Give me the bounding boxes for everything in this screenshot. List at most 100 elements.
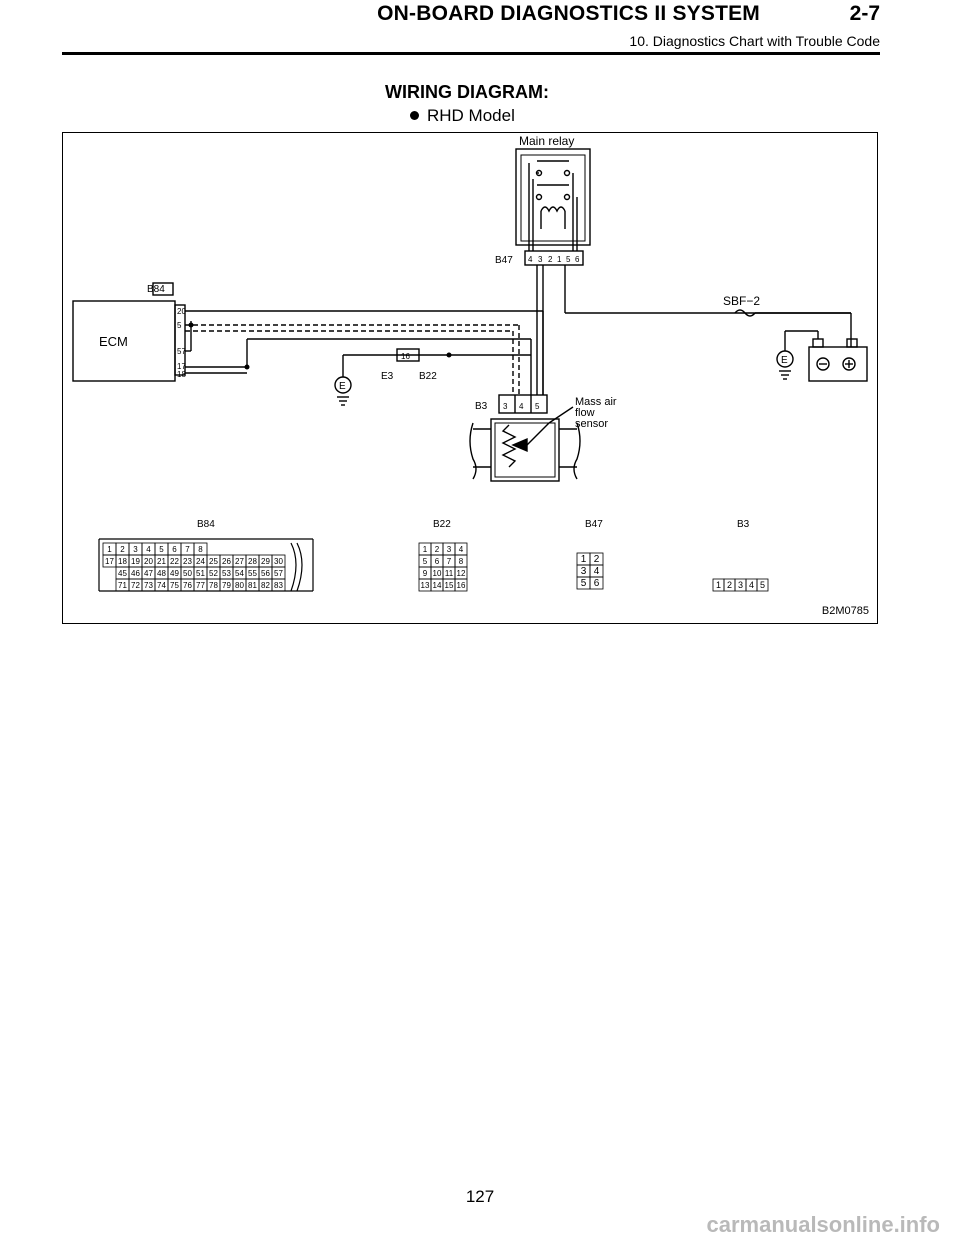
- pin-label-b84: 55: [248, 569, 257, 578]
- b3-view-label: B3: [737, 519, 750, 530]
- pin-label-b84: 50: [183, 569, 192, 578]
- pin-label-b84: 29: [261, 557, 270, 566]
- b84-view-label: B84: [197, 519, 215, 530]
- pin-label-b84: 47: [144, 569, 153, 578]
- pin-label-b22: 14: [433, 581, 442, 590]
- ground-label-right: E: [781, 355, 788, 366]
- relay-pin-2: 3: [538, 255, 543, 264]
- ecm-pin-20: 20: [177, 307, 186, 316]
- pin-label-b84: 1: [107, 545, 112, 554]
- section-heading: WIRING DIAGRAM:: [385, 82, 549, 102]
- relay-pin-6: 6: [575, 255, 580, 264]
- ecm-pin-5: 5: [177, 321, 182, 330]
- pin-label-b84: 75: [170, 581, 179, 590]
- pin-label-b3: 4: [749, 580, 754, 590]
- pin-label-b84: 27: [235, 557, 244, 566]
- pin-label-b47: 4: [594, 566, 600, 577]
- pin-label-b84: 20: [144, 557, 153, 566]
- page-number: 127: [465, 1187, 495, 1206]
- bullet-text: RHD Model: [427, 106, 515, 125]
- pin-label-b22: 5: [423, 557, 428, 566]
- relay-connector-label: B47: [495, 255, 513, 266]
- maf-label-2: flow: [575, 407, 595, 419]
- pin-label-b47: 1: [581, 554, 587, 565]
- pin-label-b84: 77: [196, 581, 205, 590]
- ecm-label: ECM: [99, 334, 128, 349]
- pin-label-b22: 9: [423, 569, 428, 578]
- pin-label-b22: 11: [445, 569, 454, 578]
- relay-pin-4: 1: [557, 255, 562, 264]
- bullet-item: RHD Model: [410, 106, 515, 126]
- pin-label-b84: 79: [222, 581, 231, 590]
- b47-view-label: B47: [585, 519, 603, 530]
- pin-label-b84: 19: [131, 557, 140, 566]
- pin-label-b22: 1: [423, 545, 428, 554]
- maf-label-3: sensor: [575, 418, 608, 430]
- maf-pin-3: 3: [503, 402, 508, 411]
- pin-label-b84: 24: [196, 557, 205, 566]
- pin-label-b3: 2: [727, 580, 732, 590]
- pin-label-b84: 81: [248, 581, 257, 590]
- main-relay-body: [515, 148, 591, 246]
- pin-label-b84: 18: [118, 557, 127, 566]
- pin-label-b84: 3: [133, 545, 138, 554]
- joint-label-b22: B22: [419, 371, 437, 382]
- pin-label-b84: 46: [131, 569, 140, 578]
- pin-label-b84: 2: [120, 545, 125, 554]
- pin-label-b84: 51: [196, 569, 205, 578]
- ecm-pin-18: 18: [177, 370, 186, 379]
- battery: [808, 346, 868, 382]
- maf-connector-label: B3: [475, 401, 488, 412]
- figure-code: B2M0785: [821, 605, 869, 617]
- fuse-label: SBF−2: [723, 294, 760, 308]
- maf-connector: [498, 394, 548, 414]
- ground-label-left: E: [339, 381, 346, 392]
- pin-label-b84: 49: [170, 569, 179, 578]
- wiring-figure: Main relay B47 4 3 2 1 5 6 B84 ECM 20 5 …: [62, 132, 878, 624]
- pin-label-b22: 7: [447, 557, 452, 566]
- pin-label-b84: 21: [157, 557, 166, 566]
- pin-label-b84: 83: [274, 581, 283, 590]
- pin-label-b22: 10: [433, 569, 442, 578]
- pin-label-b84: 72: [131, 581, 140, 590]
- pin-label-b47: 2: [594, 554, 600, 565]
- pin-label-b84: 28: [248, 557, 257, 566]
- bullet-icon: [410, 111, 419, 121]
- ecm-pin-17: 17: [177, 362, 186, 371]
- wiring-diagram: Main relay B47 4 3 2 1 5 6 B84 ECM 20 5 …: [72, 134, 868, 592]
- pin-label-b22: 3: [447, 545, 452, 554]
- pin-label-b3: 5: [760, 580, 765, 590]
- maf-sensor: [490, 418, 560, 482]
- pin-label-b22: 15: [445, 581, 454, 590]
- joint-pin-label: 16: [401, 352, 410, 361]
- pin-label-b47: 5: [581, 578, 587, 589]
- pin-label-b22: 12: [457, 569, 466, 578]
- header-section: 2-7: [849, 2, 880, 25]
- pin-label-b22: 6: [435, 557, 440, 566]
- pin-label-b84: 4: [146, 545, 151, 554]
- pin-label-b84: 54: [235, 569, 244, 578]
- pin-label-b84: 23: [183, 557, 192, 566]
- pin-cell-b3: [756, 578, 769, 592]
- pin-label-b84: 25: [209, 557, 218, 566]
- pin-label-b84: 78: [209, 581, 218, 590]
- pin-label-b84: 22: [170, 557, 179, 566]
- pin-label-b84: 76: [183, 581, 192, 590]
- pin-label-b84: 53: [222, 569, 231, 578]
- pin-label-b84: 17: [105, 557, 114, 566]
- pin-label-b22: 8: [459, 557, 464, 566]
- pin-label-b3: 1: [716, 580, 721, 590]
- pin-label-b84: 26: [222, 557, 231, 566]
- pin-label-b84: 73: [144, 581, 153, 590]
- relay-pin-3: 2: [548, 255, 553, 264]
- pin-label-b22: 4: [459, 545, 464, 554]
- maf-pin-4: 4: [519, 402, 524, 411]
- pin-label-b84: 8: [198, 545, 203, 554]
- pin-label-b84: 45: [118, 569, 127, 578]
- pin-label-b3: 3: [738, 580, 743, 590]
- pin-label-b22: 13: [421, 581, 430, 590]
- pin-label-b84: 74: [157, 581, 166, 590]
- pin-label-b84: 52: [209, 569, 218, 578]
- maf-pin-5: 5: [535, 402, 540, 411]
